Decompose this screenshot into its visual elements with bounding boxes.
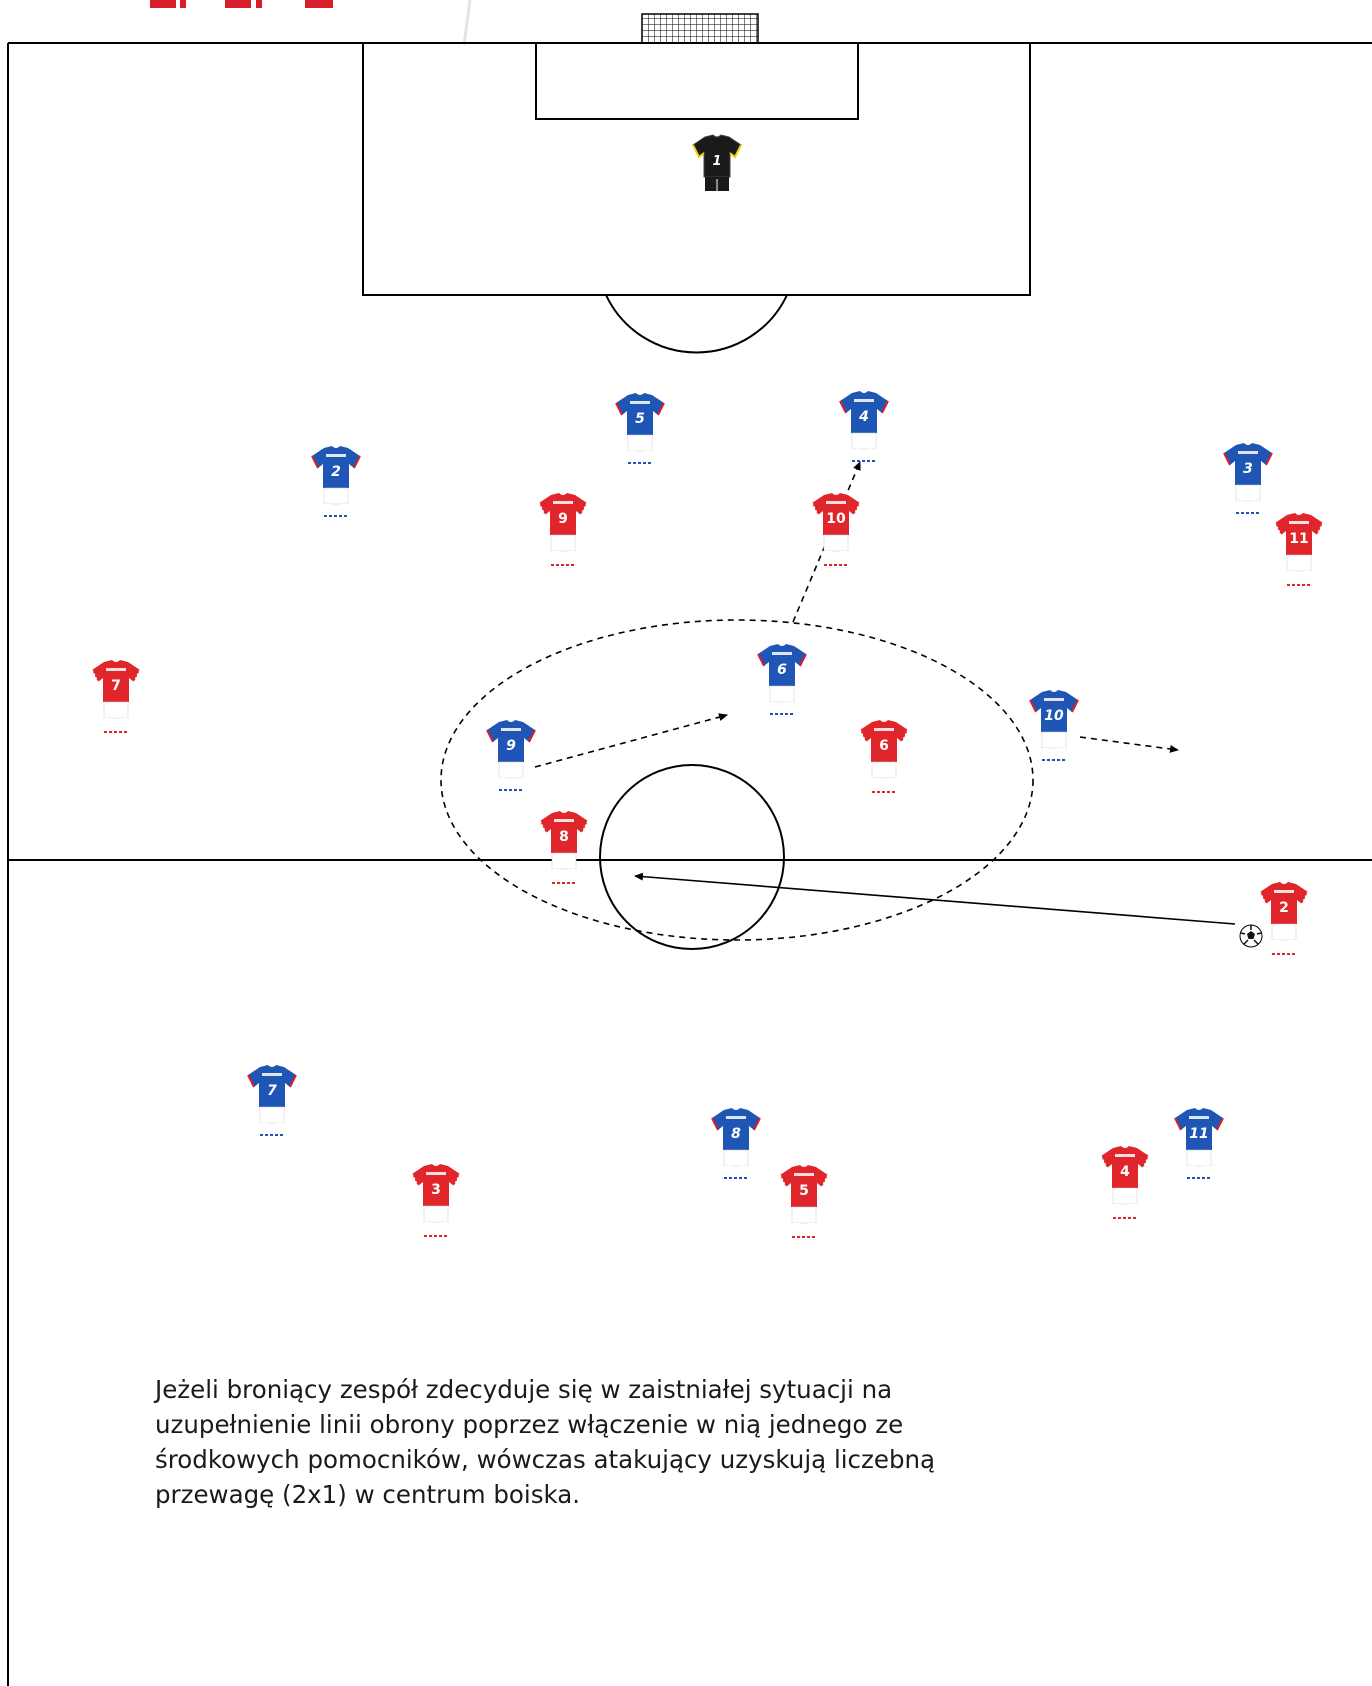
red-player-5-number: 5 — [799, 1183, 809, 1199]
blue-player-4: 4 — [836, 389, 892, 467]
blue-player-3-number: 3 — [1243, 461, 1253, 477]
red-player-9-number: 9 — [558, 511, 568, 527]
red-player-10-number: 10 — [826, 511, 846, 527]
red-player-11-number: 11 — [1289, 531, 1308, 547]
red-player-3-number: 3 — [431, 1182, 441, 1198]
red-player-6-number: 6 — [879, 738, 889, 754]
blue-player-10-number: 10 — [1044, 708, 1064, 724]
red-player-4-number: 4 — [1120, 1164, 1130, 1180]
blue-player-6-number: 6 — [777, 662, 787, 678]
blue-player-4-number: 4 — [858, 409, 869, 425]
goal-area — [536, 43, 858, 119]
header-logo-fragment — [150, 0, 470, 45]
blue-player-5-number: 5 — [635, 411, 645, 427]
football-icon — [1239, 924, 1263, 948]
blue-player-7-number: 7 — [267, 1083, 277, 1099]
red-player-6: 6 — [856, 718, 912, 796]
red-player-2-number: 2 — [1279, 900, 1289, 916]
goalkeeper-number: 1 — [712, 154, 721, 169]
blue-player-8-number: 8 — [731, 1126, 741, 1142]
blue-player-11: 11 — [1171, 1106, 1227, 1184]
red-player-4: 4 — [1097, 1144, 1153, 1222]
red-player-11: 11 — [1271, 511, 1327, 589]
penalty-arc — [606, 295, 787, 352]
red-player-3: 3 — [408, 1162, 464, 1240]
blue-player-3: 3 — [1220, 441, 1276, 519]
goalkeeper-1: 1 — [689, 133, 745, 211]
run-arrow-blue-10 — [1080, 737, 1178, 750]
blue-player-8: 8 — [708, 1106, 764, 1184]
blue-player-10: 10 — [1026, 688, 1082, 766]
red-player-7-number: 7 — [111, 678, 121, 694]
red-player-9: 9 — [535, 491, 591, 569]
red-player-8: 8 — [536, 809, 592, 887]
red-player-2: 2 — [1256, 880, 1312, 958]
blue-player-2-number: 2 — [331, 464, 341, 480]
goal-net-icon — [642, 14, 758, 43]
blue-player-5: 5 — [612, 391, 668, 469]
pass-arrow — [635, 876, 1235, 924]
blue-player-9-number: 9 — [506, 738, 516, 754]
red-player-10: 10 — [808, 491, 864, 569]
run-arrow-blue-9 — [535, 715, 727, 767]
blue-player-7: 7 — [244, 1063, 300, 1141]
diagram-caption: Jeżeli broniący zespół zdecyduje się w z… — [155, 1372, 1155, 1512]
red-player-8-number: 8 — [559, 829, 569, 845]
blue-player-6: 6 — [754, 642, 810, 720]
red-player-5: 5 — [776, 1163, 832, 1241]
red-player-7: 7 — [88, 658, 144, 736]
center-circle — [600, 765, 784, 949]
blue-player-2: 2 — [308, 444, 364, 522]
blue-player-9: 9 — [483, 718, 539, 796]
blue-player-11-number: 11 — [1189, 1126, 1208, 1142]
